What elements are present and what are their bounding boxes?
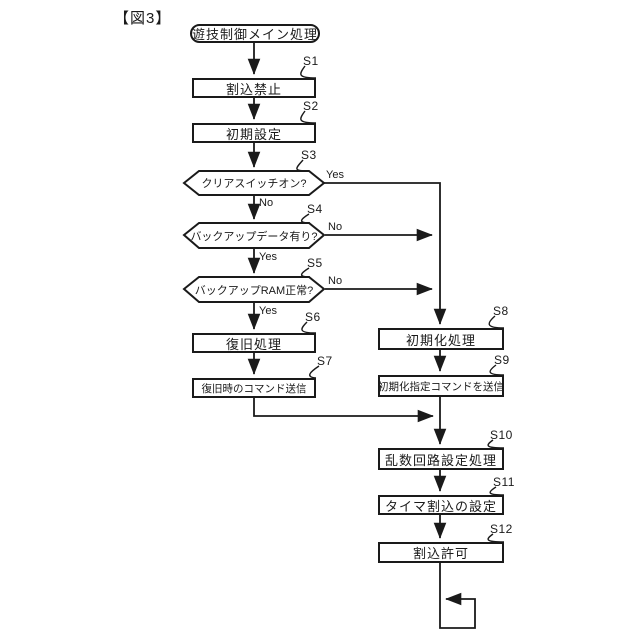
leader-s2 [300, 110, 317, 124]
node-s12: 割込許可 [378, 542, 504, 563]
step-label-s7: S7 [317, 354, 333, 368]
step-label-s10: S10 [490, 428, 513, 442]
node-s2: 初期設定 [192, 123, 316, 143]
edge-s12-loop [439, 563, 476, 629]
step-label-s8: S8 [493, 304, 509, 318]
node-s4: バックアップデータ有り? [190, 230, 318, 243]
edge-label-s5-no: No [328, 275, 343, 287]
leader-s10 [487, 439, 505, 449]
step-label-s2: S2 [303, 99, 319, 113]
step-label-s9: S9 [494, 353, 510, 367]
step-label-s11: S11 [493, 475, 515, 489]
decision-shapes [182, 170, 326, 303]
hexagon-s3 [182, 170, 326, 196]
node-s1: 割込禁止 [192, 78, 316, 98]
leader-s9 [489, 364, 505, 376]
node-s8: 初期化処理 [378, 328, 504, 350]
step-label-s3: S3 [301, 148, 317, 162]
hexagon-s5 [182, 276, 326, 303]
edge-label-s4-yes: Yes [259, 251, 277, 263]
node-s10: 乱数回路設定処理 [378, 448, 504, 470]
node-s9: 初期化指定コマンドを送信 [378, 375, 504, 397]
edge-label-s3-no: No [259, 197, 274, 209]
hexagon-s4 [182, 222, 326, 249]
leader-s6 [301, 321, 317, 334]
node-s11: タイマ割込の設定 [378, 495, 504, 515]
step-label-s1: S1 [303, 54, 319, 68]
leader-s11 [489, 486, 505, 496]
leader-s8 [488, 315, 505, 329]
leader-s1 [300, 65, 317, 79]
leader-s5 [300, 267, 311, 278]
step-label-s4: S4 [307, 202, 323, 216]
node-s5: バックアップRAM正常? [194, 284, 314, 297]
leader-s12 [487, 533, 505, 543]
edge-s7-merge [253, 398, 434, 423]
step-label-s5: S5 [307, 256, 323, 270]
node-s6: 復旧処理 [192, 333, 316, 353]
edge-s3-yes-s8 [324, 182, 447, 325]
step-leader-squiggles [296, 65, 505, 543]
leader-s7 [309, 365, 320, 379]
leader-s3 [296, 159, 309, 172]
step-label-s6: S6 [305, 310, 321, 324]
step-label-s12: S12 [490, 522, 513, 536]
edges [247, 43, 476, 629]
figure-label: 【図3】 [114, 10, 172, 27]
edge-label-s5-yes: Yes [259, 305, 277, 317]
leader-s4 [300, 213, 311, 224]
edge-label-s3-yes: Yes [326, 169, 344, 181]
start-node: 遊技制御メイン処理 [190, 24, 320, 43]
edge-label-s4-no: No [328, 221, 343, 233]
node-s3: クリアスイッチオン? [201, 178, 307, 190]
node-s7: 復旧時のコマンド送信 [192, 378, 316, 398]
